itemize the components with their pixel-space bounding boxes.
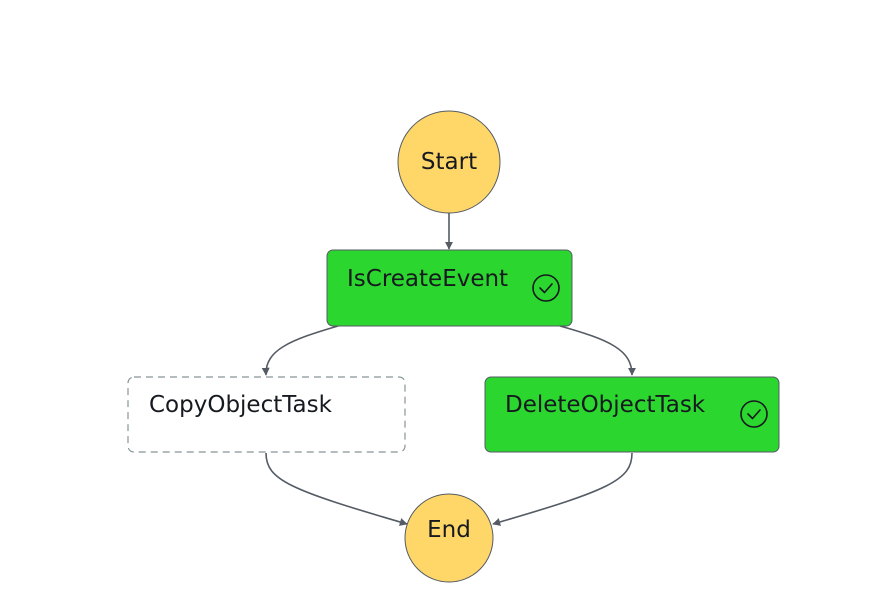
check-circle-icon bbox=[532, 274, 560, 302]
start-node[interactable]: Start bbox=[397, 110, 501, 214]
edge-copyobjecttask-to-end bbox=[265, 452, 408, 526]
deleteobjecttask-node-shape bbox=[484, 376, 780, 453]
edge-deleteobjecttask-to-end bbox=[492, 452, 633, 526]
deleteobjecttask-node-label: DeleteObjectTask bbox=[505, 392, 706, 418]
copyobjecttask-node-label: CopyObjectTask bbox=[149, 392, 333, 418]
edge-iscreateevent-to-copyobjecttask bbox=[261, 325, 339, 376]
copyobjecttask-node-shape bbox=[127, 376, 406, 453]
iscreateevent-node-label: IsCreateEvent bbox=[347, 266, 508, 292]
start-node-label: Start bbox=[421, 149, 477, 175]
copyobjecttask-node[interactable]: CopyObjectTask bbox=[127, 376, 406, 453]
end-node[interactable]: End bbox=[404, 493, 494, 583]
iscreateevent-node-shape bbox=[326, 249, 573, 327]
edge-iscreateevent-to-deleteobjecttask bbox=[559, 325, 636, 376]
deleteobjecttask-node[interactable]: DeleteObjectTask bbox=[484, 376, 780, 453]
iscreateevent-node[interactable]: IsCreateEvent bbox=[326, 249, 573, 327]
start-node-shape bbox=[397, 110, 501, 214]
end-node-label: End bbox=[427, 517, 471, 543]
edges bbox=[261, 213, 636, 526]
check-circle-icon bbox=[740, 400, 768, 428]
end-node-shape bbox=[404, 493, 494, 583]
